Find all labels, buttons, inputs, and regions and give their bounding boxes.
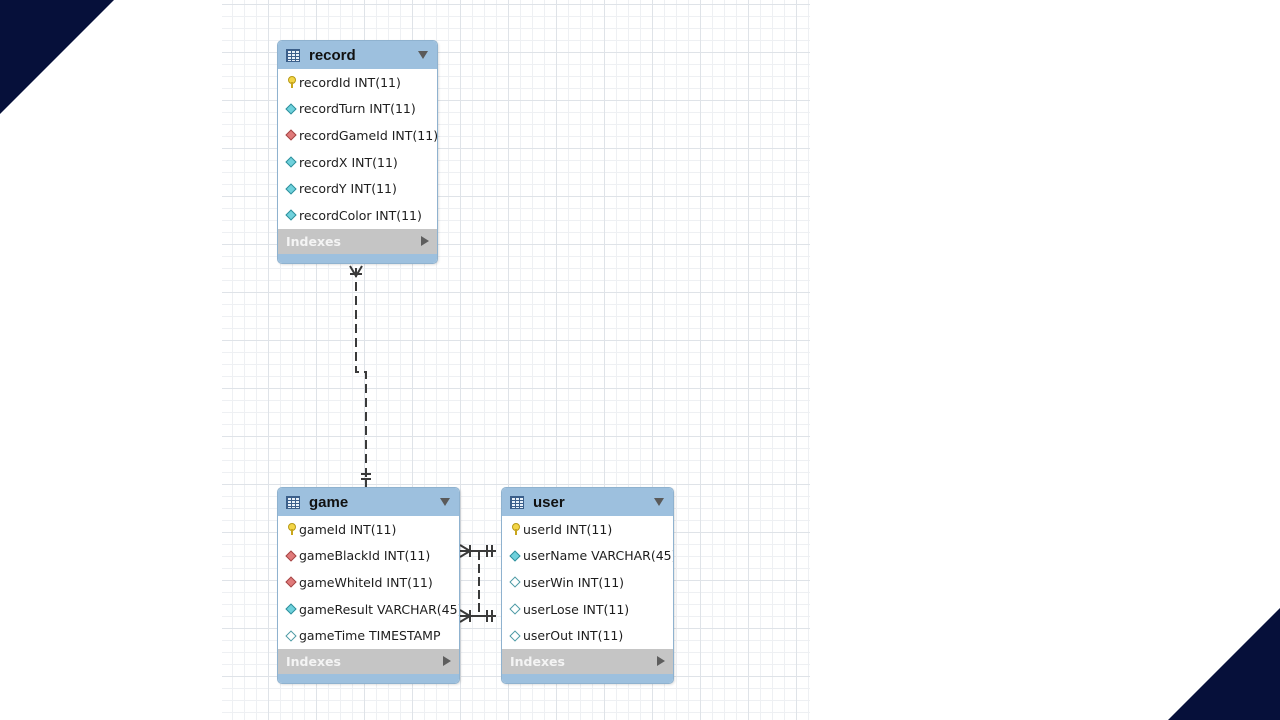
column-diamond-icon: [510, 550, 520, 562]
table-title: game: [309, 493, 349, 511]
column-label: recordColor INT(11): [299, 207, 422, 223]
table-header[interactable]: user: [502, 488, 673, 516]
column-label: gameBlackId INT(11): [299, 548, 431, 564]
table-footer: [502, 673, 673, 683]
column-label: recordX INT(11): [299, 154, 398, 170]
indexes-label: Indexes: [286, 653, 341, 669]
column-label: gameResult VARCHAR(45): [299, 601, 460, 617]
column-label: userOut INT(11): [523, 628, 624, 644]
primary-key-icon: [510, 523, 520, 536]
collapse-arrow-icon[interactable]: [418, 51, 428, 59]
column-diamond-icon: [286, 156, 296, 168]
column-row[interactable]: recordY INT(11): [278, 175, 437, 202]
table-footer: [278, 673, 459, 683]
corner-decoration-top-left: [0, 0, 114, 114]
column-label: recordTurn INT(11): [299, 101, 416, 117]
column-list: recordId INT(11) recordTurn INT(11) reco…: [278, 69, 437, 229]
column-label: userLose INT(11): [523, 601, 630, 617]
table-title: record: [309, 46, 356, 64]
table-user[interactable]: user userId INT(11) userName VARCHAR(45)…: [501, 487, 674, 684]
table-icon: [286, 495, 300, 509]
foreign-key-diamond-icon: [286, 129, 296, 141]
column-row[interactable]: gameId INT(11): [278, 516, 459, 543]
column-row[interactable]: userOut INT(11): [502, 622, 673, 649]
nullable-column-diamond-icon: [510, 603, 520, 615]
expand-arrow-icon[interactable]: [421, 235, 429, 246]
column-diamond-icon: [286, 183, 296, 195]
column-row[interactable]: recordTurn INT(11): [278, 96, 437, 123]
column-label: recordId INT(11): [299, 74, 401, 90]
table-icon: [510, 495, 524, 509]
indexes-section[interactable]: Indexes: [502, 648, 673, 674]
table-footer: [278, 253, 437, 263]
expand-arrow-icon[interactable]: [443, 655, 451, 666]
nullable-column-diamond-icon: [286, 630, 296, 642]
table-title: user: [533, 493, 565, 511]
column-diamond-icon: [286, 103, 296, 115]
indexes-section[interactable]: Indexes: [278, 228, 437, 254]
primary-key-icon: [286, 523, 296, 536]
table-game[interactable]: game gameId INT(11) gameBlackId INT(11) …: [277, 487, 460, 684]
table-record[interactable]: record recordId INT(11) recordTurn INT(1…: [277, 40, 438, 264]
column-list: gameId INT(11) gameBlackId INT(11) gameW…: [278, 516, 459, 649]
column-row[interactable]: gameWhiteId INT(11): [278, 569, 459, 596]
column-label: gameWhiteId INT(11): [299, 574, 433, 590]
column-label: recordGameId INT(11): [299, 127, 438, 143]
table-header[interactable]: game: [278, 488, 459, 516]
indexes-section[interactable]: Indexes: [278, 648, 459, 674]
indexes-label: Indexes: [510, 653, 565, 669]
column-row[interactable]: recordColor INT(11): [278, 202, 437, 229]
column-row[interactable]: userName VARCHAR(45): [502, 543, 673, 570]
column-row[interactable]: recordGameId INT(11): [278, 122, 437, 149]
column-row[interactable]: userWin INT(11): [502, 569, 673, 596]
table-icon: [286, 48, 300, 62]
corner-decoration-bottom-right: [1168, 608, 1280, 720]
foreign-key-diamond-icon: [286, 576, 296, 588]
column-row[interactable]: gameResult VARCHAR(45): [278, 596, 459, 623]
column-label: recordY INT(11): [299, 181, 397, 197]
column-row[interactable]: userLose INT(11): [502, 596, 673, 623]
column-row[interactable]: recordId INT(11): [278, 69, 437, 96]
foreign-key-diamond-icon: [286, 550, 296, 562]
column-label: userWin INT(11): [523, 574, 625, 590]
column-label: userName VARCHAR(45): [523, 548, 674, 564]
nullable-column-diamond-icon: [510, 576, 520, 588]
column-diamond-icon: [286, 603, 296, 615]
column-row[interactable]: gameTime TIMESTAMP: [278, 622, 459, 649]
indexes-label: Indexes: [286, 233, 341, 249]
column-list: userId INT(11) userName VARCHAR(45) user…: [502, 516, 673, 649]
primary-key-icon: [286, 76, 296, 89]
collapse-arrow-icon[interactable]: [654, 498, 664, 506]
column-label: gameTime TIMESTAMP: [299, 628, 441, 644]
column-label: gameId INT(11): [299, 521, 397, 537]
column-row[interactable]: recordX INT(11): [278, 149, 437, 176]
table-header[interactable]: record: [278, 41, 437, 69]
column-diamond-icon: [286, 209, 296, 221]
collapse-arrow-icon[interactable]: [440, 498, 450, 506]
column-label: userId INT(11): [523, 521, 613, 537]
expand-arrow-icon[interactable]: [657, 655, 665, 666]
column-row[interactable]: gameBlackId INT(11): [278, 543, 459, 570]
column-row[interactable]: userId INT(11): [502, 516, 673, 543]
nullable-column-diamond-icon: [510, 630, 520, 642]
